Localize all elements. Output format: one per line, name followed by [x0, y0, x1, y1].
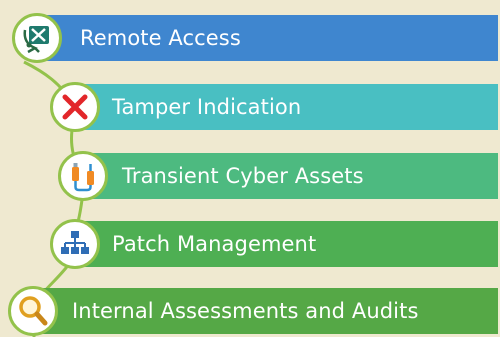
step-transient-cyber-assets-icon-circle	[58, 151, 108, 201]
step-label: Transient Cyber Assets	[122, 164, 364, 188]
step-tamper-indication-icon-circle	[50, 82, 100, 132]
network-hierarchy-icon	[61, 231, 89, 254]
step-tamper-indication-bar: Tamper Indication	[76, 84, 498, 130]
step-remote-access-icon-circle	[12, 13, 62, 63]
step-label: Remote Access	[80, 26, 241, 50]
step-patch-management-bar: Patch Management	[76, 221, 498, 267]
step-label: Patch Management	[112, 232, 317, 256]
step-internal-assessments-icon-circle	[8, 286, 58, 336]
magnifier-icon	[19, 296, 48, 326]
red-x-icon	[62, 94, 88, 120]
step-patch-management-icon-circle	[50, 219, 100, 269]
step-transient-cyber-assets-bar: Transient Cyber Assets	[84, 153, 498, 199]
step-internal-assessments-bar: Internal Assessments and Audits	[30, 288, 498, 334]
step-remote-access-bar: Remote Access	[36, 15, 498, 61]
step-label: Internal Assessments and Audits	[72, 299, 419, 323]
step-label: Tamper Indication	[112, 95, 302, 119]
satellite-dish-icon	[23, 26, 49, 54]
usb-cable-icon	[72, 163, 94, 192]
